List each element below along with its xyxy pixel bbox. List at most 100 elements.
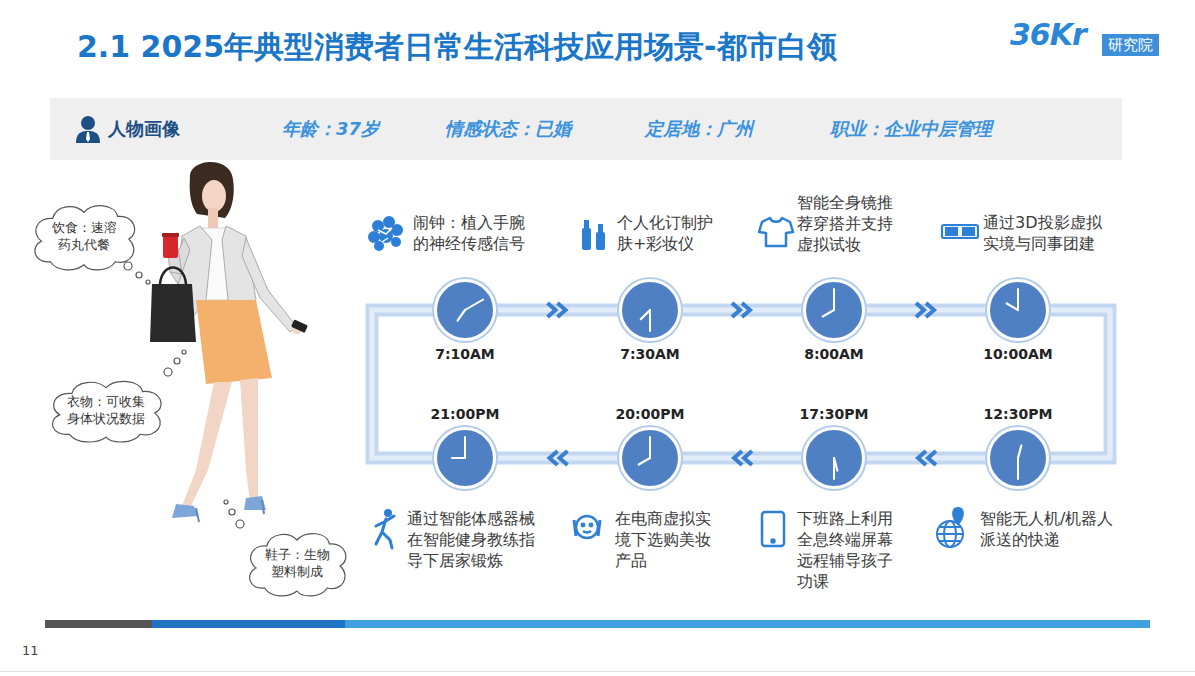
clock-time: 17:30PM	[800, 406, 869, 422]
minute-hand	[464, 437, 466, 458]
brain-icon	[368, 216, 403, 251]
person-icon-head	[81, 116, 95, 130]
logo-text: 36Kr	[1010, 17, 1086, 52]
clock-node: 10:00AM	[987, 279, 1049, 341]
clock-hands	[437, 282, 493, 338]
clock-time: 7:30AM	[620, 346, 680, 362]
cloud-outline	[28, 200, 140, 272]
profile-field: 定居地：广州	[645, 117, 753, 141]
minute-hand	[833, 458, 835, 479]
hour-hand	[1007, 304, 1018, 311]
cloud-text: 鞋子：生物塑料制成	[263, 546, 331, 580]
track-band	[865, 304, 987, 317]
tablet-icon	[762, 512, 784, 546]
clock-time: 20:00PM	[616, 406, 685, 422]
page-number: 11	[22, 643, 39, 658]
clock-node: 7:10AM	[434, 279, 496, 341]
minute-hand	[465, 300, 483, 311]
minute-hand	[833, 289, 835, 310]
clock-time: 10:00AM	[983, 346, 1052, 362]
minute-hand	[1017, 458, 1019, 479]
person-icon-body	[76, 131, 100, 143]
thought-cloud: 鞋子：生物塑料制成	[243, 528, 351, 598]
scene-description: 在电商虚拟实境下选购美妆产品	[615, 508, 715, 571]
track-band	[496, 304, 619, 317]
clock-time: 7:10AM	[435, 346, 495, 362]
track-connector	[681, 303, 803, 317]
chevron	[550, 451, 558, 465]
woman-figure	[150, 162, 308, 522]
person-icon-tie	[86, 132, 90, 142]
clock-time: 12:30PM	[984, 406, 1053, 422]
cloud-outline	[243, 528, 351, 598]
chevron-arrow	[550, 451, 568, 465]
cloud-text: 衣物：可收集身体状况数据	[66, 393, 146, 427]
track-connector	[372, 310, 434, 458]
cloud-shape	[250, 534, 346, 596]
profile-field: 职业：企业中层管理	[830, 117, 992, 141]
track-connector	[865, 303, 987, 317]
face-icon	[574, 516, 600, 538]
chevron	[742, 303, 750, 317]
chevron	[744, 451, 752, 465]
chevron	[916, 303, 924, 317]
globe-pin-icon	[937, 508, 963, 547]
hour-hand	[458, 310, 465, 321]
profile-field: 年龄：37岁	[282, 117, 379, 141]
clock-hands	[622, 282, 678, 338]
clock-hands	[990, 282, 1046, 338]
hour-hand	[641, 310, 650, 319]
minute-hand	[1017, 289, 1019, 310]
chevron-arrow	[734, 451, 752, 465]
scene-description: 个人化订制护肤+彩妆仪	[617, 212, 717, 254]
hour-hand	[1018, 445, 1021, 458]
track-band	[865, 452, 987, 465]
chevron-arrow	[732, 303, 750, 317]
track-band	[681, 304, 803, 317]
profile-heading: 人物画像	[108, 117, 180, 141]
chevron	[560, 451, 568, 465]
chevron	[732, 303, 740, 317]
track-band	[1049, 310, 1110, 458]
track-core	[372, 310, 434, 458]
chevron	[926, 303, 934, 317]
clock-node: 17:30PM	[803, 427, 865, 489]
clock-node: 7:30AM	[619, 279, 681, 341]
bottle-icon	[582, 220, 605, 250]
thought-cloud: 饮食：速溶药丸代餐	[28, 200, 140, 272]
logo-box: 研究院	[1102, 34, 1159, 56]
chevron-arrow	[916, 303, 934, 317]
profile-band: 人物画像 年龄：37岁 情感状态：已婚 定居地：广州 职业：企业中层管理	[50, 98, 1122, 160]
cloud-shape	[53, 381, 162, 442]
scene-description: 通过智能体感器械在智能健身教练指导下居家锻炼	[407, 508, 539, 571]
hour-hand	[639, 458, 650, 465]
thought-cloud: 衣物：可收集身体状况数据	[45, 376, 167, 444]
clock-node: 20:00PM	[619, 427, 681, 489]
profile-field: 情感状态：已婚	[445, 117, 571, 141]
scene-description: 下班路上利用全息终端屏幕远程辅导孩子功课	[797, 508, 897, 592]
chevron	[558, 303, 566, 317]
cloud-outline	[45, 376, 167, 444]
minute-hand	[649, 310, 651, 331]
chevron	[734, 451, 742, 465]
track-connector	[1049, 310, 1110, 458]
clock-hands	[437, 430, 493, 486]
track-connector	[496, 303, 619, 317]
hour-hand	[823, 310, 834, 317]
minute-hand	[649, 437, 651, 458]
chevron	[918, 451, 926, 465]
chevron	[928, 451, 936, 465]
footer-bar	[45, 620, 152, 628]
exercise-icon	[376, 509, 394, 548]
track-band	[372, 310, 434, 458]
cloud-text: 饮食：速溶药丸代餐	[48, 219, 120, 253]
cloud-shape	[35, 206, 135, 270]
scene-description: 通过3D投影虚拟实境与同事团建	[983, 212, 1107, 254]
clock-hands	[806, 430, 862, 486]
clock-node: 12:30PM	[987, 427, 1049, 489]
track-connector	[496, 451, 619, 465]
footer-bar	[345, 620, 1150, 628]
track-band	[681, 452, 803, 465]
scene-description: 闹钟：植入手腕的神经传感信号	[413, 212, 529, 254]
